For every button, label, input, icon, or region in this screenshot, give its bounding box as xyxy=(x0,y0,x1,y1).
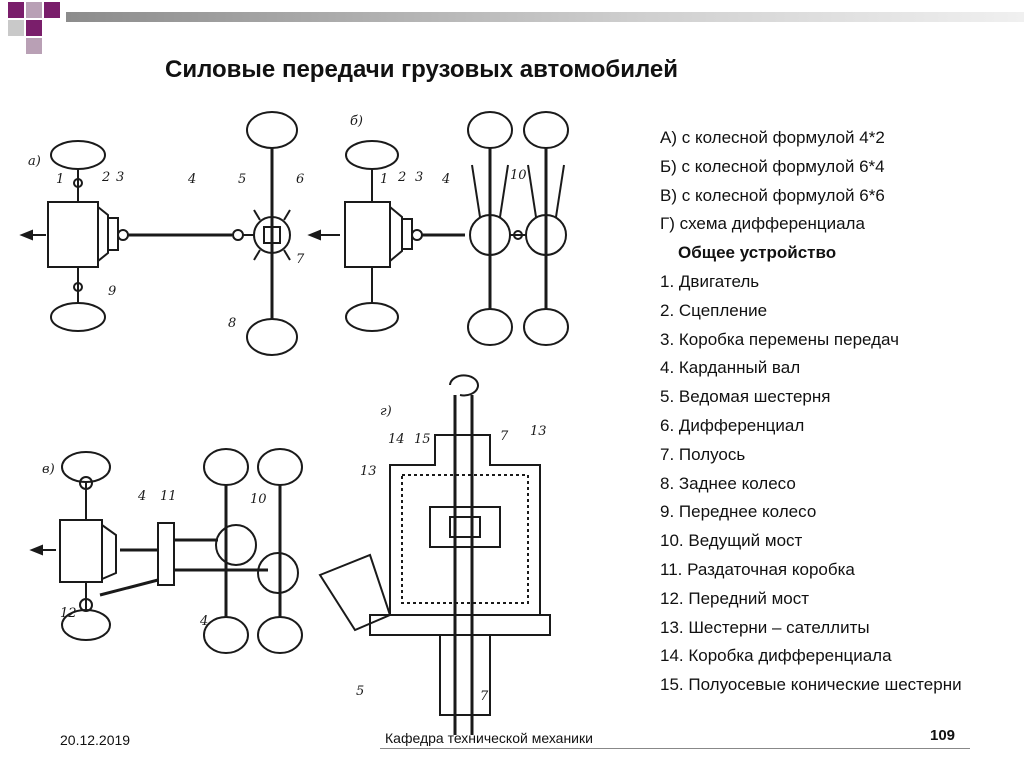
label-b-3: 3 xyxy=(415,170,423,185)
label-g-13b: 13 xyxy=(360,464,377,479)
legend-variant-v: В) с колесной формулой 6*6 xyxy=(660,185,885,205)
corner-squares-decoration xyxy=(8,2,60,54)
part-item: 4. Карданный вал xyxy=(660,358,801,378)
label-b-2: 2 xyxy=(397,170,406,185)
legend-panel: А) с колесной формулой 4*2 Б) с колесной… xyxy=(660,124,1020,700)
label-4: 4 xyxy=(187,172,196,187)
label-v-11: 11 xyxy=(160,489,177,504)
diagram-g: г) 7 13 14 15 13 5 7 xyxy=(318,374,551,735)
part-item: 1. Двигатель xyxy=(660,271,760,291)
part-item: 3. Коробка перемены передач xyxy=(660,329,899,349)
page-number: 109 xyxy=(930,727,956,744)
part-item: 8. Заднее колесо xyxy=(660,473,796,493)
part-item: 14. Коробка дифференциала xyxy=(660,646,892,666)
label-b: б) xyxy=(350,114,363,129)
label-v-12: 12 xyxy=(60,606,77,621)
footer-department: Кафедра технической механики xyxy=(385,730,593,746)
legend-variant-g: Г) схема дифференциала xyxy=(660,214,865,234)
top-bar-decoration xyxy=(66,12,1024,22)
diagram-v: в) 4 11 10 12 4 xyxy=(29,448,303,654)
label-b-10: 10 xyxy=(510,168,527,183)
part-item: 10. Ведущий мост xyxy=(660,531,803,551)
legend-variant-a: А) с колесной формулой 4*2 xyxy=(660,128,885,147)
label-g-7: 7 xyxy=(500,429,509,444)
label-b-4: 4 xyxy=(441,172,450,187)
footer-date: 20.12.2019 xyxy=(60,732,131,748)
label-9: 9 xyxy=(108,284,116,299)
label-v-10: 10 xyxy=(250,492,267,507)
label-5: 5 xyxy=(238,172,246,187)
label-3: 3 xyxy=(116,170,124,185)
diagram-a: а) 1 2 3 4 5 6 7 8 9 xyxy=(19,111,305,356)
label-g-13: 13 xyxy=(530,424,547,439)
label-v-4b: 4 xyxy=(199,614,208,629)
label-2: 2 xyxy=(101,170,110,185)
label-a: а) xyxy=(28,154,41,169)
part-item: 2. Сцепление xyxy=(660,300,768,320)
label-b-1: 1 xyxy=(380,172,388,187)
label-g: г) xyxy=(380,404,392,419)
label-g-15: 15 xyxy=(414,432,431,447)
label-v: в) xyxy=(42,462,55,477)
label-g-5: 5 xyxy=(356,684,364,699)
part-item: 15. Полуосевые конические шестерни xyxy=(660,675,962,695)
part-item: 12. Передний мост xyxy=(660,588,810,608)
part-item: 6. Дифференциал xyxy=(660,415,805,435)
label-g-14: 14 xyxy=(388,432,405,447)
label-v-4: 4 xyxy=(137,489,146,504)
label-1: 1 xyxy=(56,172,64,187)
label-g-7b: 7 xyxy=(480,689,489,704)
part-item: 13. Шестерни – сателлиты xyxy=(660,617,870,637)
part-item: 11. Раздаточная коробка xyxy=(660,559,855,579)
slide-title: Силовые передачи грузовых автомобилей xyxy=(165,56,679,83)
diagram-b: б) 1 2 3 4 10 xyxy=(307,111,569,346)
label-7: 7 xyxy=(296,252,305,267)
legend-header: Общее устройство xyxy=(678,243,837,263)
transmission-diagram: а) 1 2 3 4 5 6 7 8 9 б) xyxy=(19,111,569,735)
label-6: 6 xyxy=(296,172,304,187)
part-item: 9. Переднее колесо xyxy=(660,502,817,522)
label-8: 8 xyxy=(228,316,236,331)
legend-variant-b: Б) с колесной формулой 6*4 xyxy=(660,156,885,176)
footer-divider xyxy=(380,748,970,749)
part-item: 5. Ведомая шестерня xyxy=(660,387,831,407)
part-item: 7. Полуось xyxy=(660,444,746,464)
